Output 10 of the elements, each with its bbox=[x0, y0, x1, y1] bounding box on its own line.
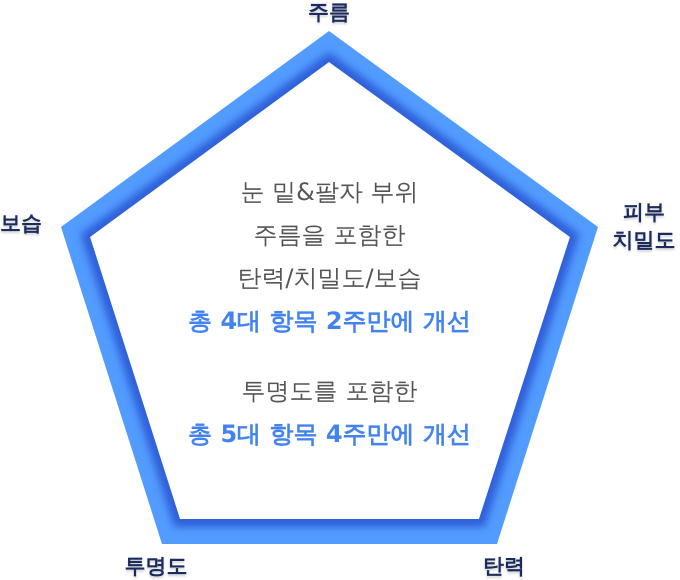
vertex-label: 피부 치밀도 bbox=[612, 199, 676, 254]
vertex-label: 보습 bbox=[0, 210, 42, 237]
vertex-label: 탄력 bbox=[483, 553, 525, 580]
description-text: 눈 밑&팔자 부위 주름을 포함한 탄력/치밀도/보습 bbox=[236, 177, 423, 294]
vertex-label: 주름 bbox=[308, 0, 350, 26]
highlight-text: 총 4대 항목 2주만에 개선 bbox=[188, 306, 471, 337]
highlight-text: 총 5대 항목 4주만에 개선 bbox=[188, 419, 471, 450]
pentagon-frame bbox=[61, 31, 598, 544]
description-text: 투명도를 포함한 bbox=[242, 376, 418, 407]
vertex-label: 투명도 bbox=[124, 553, 188, 580]
